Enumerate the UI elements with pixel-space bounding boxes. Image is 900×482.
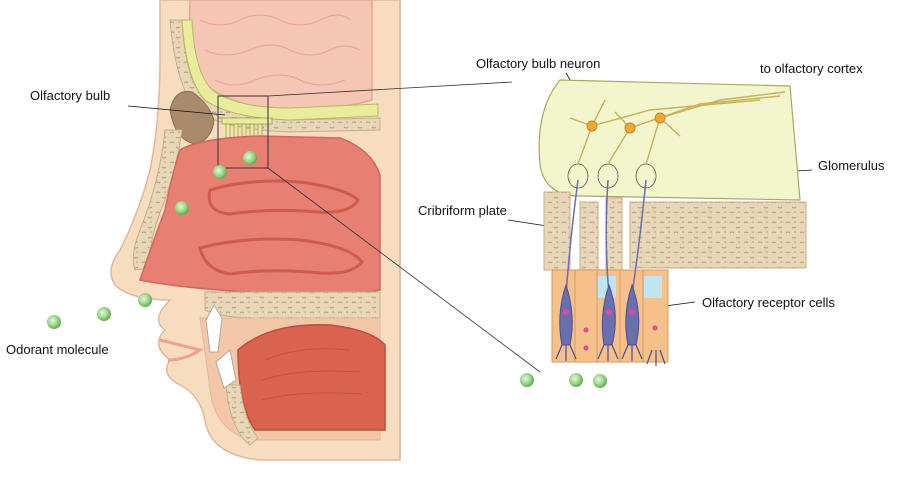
- receptor-axon-2: [605, 179, 610, 296]
- receptor-axon-1: [565, 179, 579, 296]
- neuron-body-3: [654, 112, 666, 124]
- bulb-neurons: [569, 91, 786, 165]
- label-to-olfactory-cortex: to olfactory cortex: [760, 61, 863, 76]
- palate: [204, 291, 381, 319]
- neuron-body-1: [586, 120, 598, 132]
- lower-tooth: [215, 349, 237, 389]
- zoom-line-top: [267, 81, 513, 97]
- tongue: [237, 323, 386, 431]
- odorant-molecules: [47, 151, 607, 388]
- leader-olfactory-bulb: [127, 105, 226, 116]
- label-olfactory-bulb: Olfactory bulb: [30, 88, 111, 103]
- cribriform-plate-zoom: [543, 191, 807, 271]
- zoom-line-bottom: [267, 167, 541, 373]
- label-glomerulus: Glomerulus: [818, 158, 885, 173]
- turbinate-upper: [207, 179, 360, 216]
- neuron-body-2: [624, 122, 636, 134]
- label-cribriform-plate: Cribriform plate: [418, 203, 507, 218]
- bulb-tissue-zoom: [538, 79, 801, 201]
- upper-tooth: [205, 303, 223, 353]
- label-odorant-molecule: Odorant molecule: [6, 342, 109, 357]
- receptor-axon-3: [631, 179, 647, 296]
- cilia: [555, 344, 666, 366]
- leader-cribriform: [507, 219, 548, 227]
- label-olfactory-bulb-neuron: Olfactory bulb neuron: [476, 56, 601, 71]
- head-cross-section: [110, 0, 401, 461]
- lips: [159, 338, 204, 362]
- olfactory-bulb-tissue: [181, 19, 379, 121]
- zoom-region-box: [217, 95, 269, 169]
- turbinate-lower: [198, 237, 364, 276]
- jaw-bone: [225, 384, 259, 446]
- zoom-panel: [538, 79, 807, 366]
- label-olfactory-receptor-cells: Olfactory receptor cells: [702, 295, 835, 310]
